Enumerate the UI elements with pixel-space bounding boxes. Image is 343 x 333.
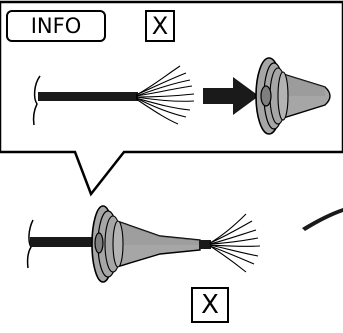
cable-assembled <box>26 205 261 283</box>
right-arrow-icon <box>203 77 259 115</box>
grommet-icon <box>255 57 331 135</box>
wire-strands-icon <box>209 213 261 273</box>
info-label: INFO <box>30 14 82 38</box>
partial-arrow-edge <box>302 208 343 231</box>
info-badge: INFO <box>6 10 106 42</box>
x-mark-top: X <box>145 10 175 42</box>
x-mark-top-label: X <box>151 12 169 40</box>
info-callout <box>0 0 343 197</box>
wire-strands-icon <box>135 65 195 125</box>
x-mark-bottom-label: X <box>201 290 219 320</box>
x-mark-bottom: X <box>191 287 229 323</box>
cable-top <box>32 65 195 126</box>
